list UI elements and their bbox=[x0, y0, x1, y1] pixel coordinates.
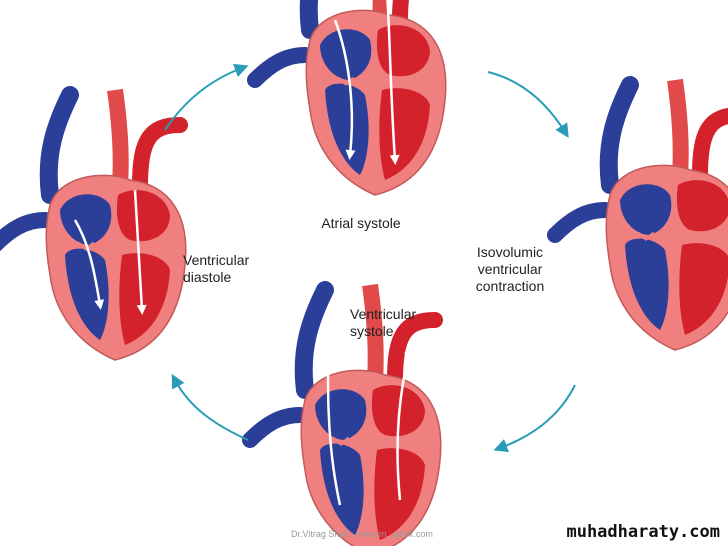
blood-flow-arrow-icon bbox=[133, 189, 147, 315]
credit-text: Dr.Vitrag Shah - www.m...geek.com bbox=[291, 529, 433, 539]
blood-flow-arrow-icon bbox=[73, 219, 105, 310]
cycle-arrow-icon bbox=[493, 384, 576, 453]
label-ventricular-systole-line1: Ventricular bbox=[350, 306, 417, 322]
label-isovolumic-line2: ventricular bbox=[477, 261, 543, 277]
blood-flow-arrow-icon bbox=[396, 345, 414, 501]
label-isovolumic-contraction: Isovolumic ventricular contraction bbox=[462, 244, 558, 295]
label-isovolumic-line1: Isovolumic bbox=[476, 244, 544, 260]
label-ventricular-diastole-line1: Ventricular bbox=[183, 252, 250, 268]
label-ventricular-systole-line2: systole bbox=[350, 323, 394, 339]
heart-isovolumic-contraction bbox=[555, 80, 728, 350]
heart-ventricular-diastole bbox=[0, 90, 186, 360]
cycle-arrow-icon bbox=[487, 71, 569, 138]
label-ventricular-diastole-line2: diastole bbox=[183, 269, 232, 285]
brand-watermark: muhadharaty.com bbox=[566, 522, 720, 542]
blood-flow-arrow-icon bbox=[324, 325, 342, 506]
heart-ventricular-systole bbox=[250, 285, 441, 546]
label-ventricular-diastole: Ventricular diastole bbox=[183, 252, 249, 286]
label-ventricular-systole: Ventricular systole bbox=[350, 306, 416, 340]
heart-atrial-systole bbox=[255, 0, 446, 195]
label-atrial-systole-text: Atrial systole bbox=[321, 215, 401, 231]
cycle-arrow-icon bbox=[171, 373, 249, 441]
label-atrial-systole: Atrial systole bbox=[306, 215, 416, 232]
cycle-arrow-icon bbox=[164, 63, 249, 131]
label-isovolumic-line3: contraction bbox=[475, 278, 545, 294]
blood-flow-arrow-icon bbox=[333, 19, 356, 160]
blood-flow-arrow-icon bbox=[386, 0, 400, 165]
